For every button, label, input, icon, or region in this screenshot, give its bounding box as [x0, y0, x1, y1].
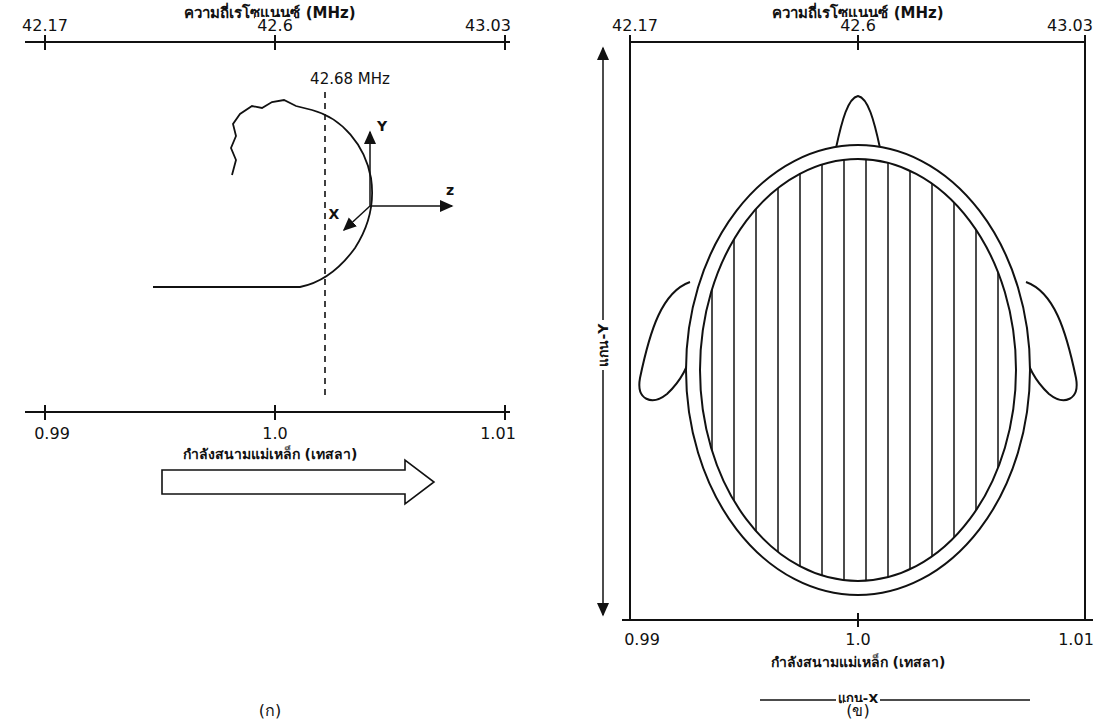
- stripe: [711, 150, 713, 590]
- tick-label: 0.99: [622, 631, 662, 649]
- tick-label: 1.01: [1056, 631, 1096, 649]
- tick-label: 43.03: [1045, 17, 1095, 35]
- stripe: [799, 150, 801, 590]
- stripe: [997, 150, 999, 590]
- tick-label: 1.0: [843, 631, 872, 649]
- tick-label: 1.01: [478, 425, 518, 443]
- panel-label: (ก): [257, 702, 283, 720]
- axis-label: X: [327, 206, 342, 222]
- tick-label: 43.03: [463, 17, 513, 35]
- stripe: [843, 150, 845, 590]
- panel-label: (ข): [844, 702, 871, 720]
- tick-label: 42.6: [838, 17, 878, 35]
- stripe: [755, 150, 757, 590]
- axis-title: กำลังสนามแม่เหล็ก (เทสลา): [181, 446, 360, 462]
- stripe: [931, 150, 933, 590]
- stripe: [975, 150, 977, 590]
- tick-label: 1.0: [260, 425, 289, 443]
- tick-label: 42.6: [255, 17, 295, 35]
- tick-label: 42.17: [610, 17, 660, 35]
- axis-title: กำลังสนามแม่เหล็ก (เทสลา): [769, 654, 948, 670]
- stripe: [865, 150, 867, 590]
- stripe: [909, 150, 911, 590]
- tick-label: 0.99: [32, 425, 72, 443]
- frequency-label: 42.68 MHz: [308, 71, 392, 88]
- stripe: [821, 150, 823, 590]
- stripe: [887, 150, 889, 590]
- axis-label: Y: [375, 118, 389, 134]
- stripe: [953, 150, 955, 590]
- tick-label: 42.17: [20, 17, 70, 35]
- stripe: [777, 150, 779, 590]
- axis-label: แกน-Y: [595, 322, 611, 369]
- axis-label: z: [444, 182, 456, 198]
- stripe: [733, 150, 735, 590]
